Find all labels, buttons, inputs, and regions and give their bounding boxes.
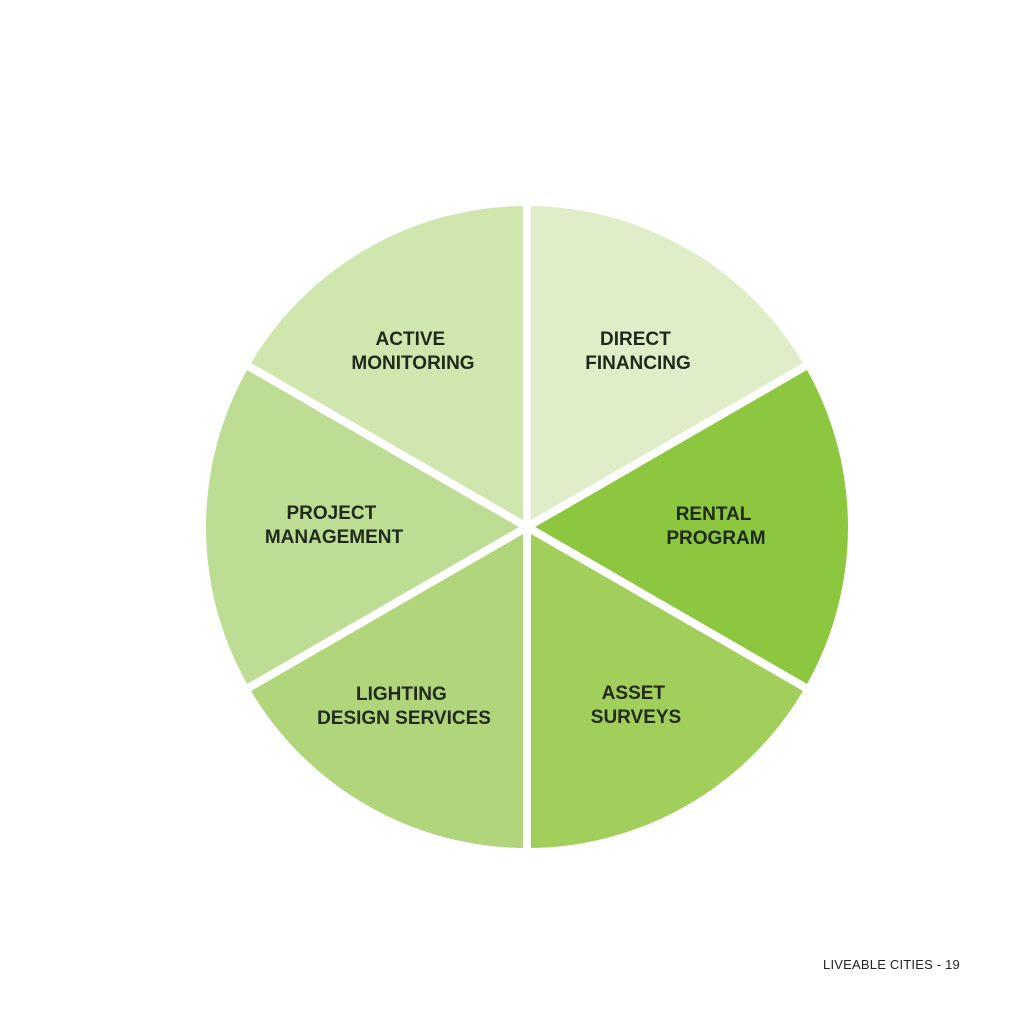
segment-label-asset-surveys: ASSET SURVEYS xyxy=(591,683,681,728)
segment-label-line: PROJECT xyxy=(286,503,376,524)
page-footer: LIVEABLE CITIES - 19 xyxy=(823,957,960,972)
segment-asset-surveys xyxy=(523,520,814,857)
segment-label-line: MONITORING xyxy=(351,353,474,374)
segment-label-direct-financing: DIRECT FINANCING xyxy=(585,329,691,374)
segment-label-line: MANAGEMENT xyxy=(265,527,404,548)
segment-label-line: LIGHTING xyxy=(356,684,447,705)
wheel-labels: DIRECT FINANCING RENTAL PROGRAM ASSET SU… xyxy=(265,329,766,729)
segment-label-line: ASSET xyxy=(602,683,666,704)
segment-label-active-monitoring: ACTIVE MONITORING xyxy=(351,329,474,374)
segment-rental-program xyxy=(518,359,856,695)
segment-label-lighting-design-services: LIGHTING DESIGN SERVICES xyxy=(317,684,491,729)
segment-label-line: FINANCING xyxy=(585,353,691,374)
segment-label-line: SURVEYS xyxy=(591,707,681,728)
wheel-segments xyxy=(198,197,856,857)
segment-lighting-design-services xyxy=(240,520,531,857)
segment-project-management xyxy=(198,359,536,695)
segment-direct-financing xyxy=(523,197,814,534)
segment-label-line: PROGRAM xyxy=(666,528,765,549)
segment-active-monitoring xyxy=(240,197,531,534)
segment-label-rental-program: RENTAL PROGRAM xyxy=(666,504,765,549)
segment-label-line: DESIGN SERVICES xyxy=(317,708,491,729)
segment-label-line: DIRECT xyxy=(600,329,671,350)
segment-label-project-management: PROJECT MANAGEMENT xyxy=(265,503,404,548)
segment-label-line: RENTAL xyxy=(676,504,752,525)
segment-label-line: ACTIVE xyxy=(376,329,446,350)
